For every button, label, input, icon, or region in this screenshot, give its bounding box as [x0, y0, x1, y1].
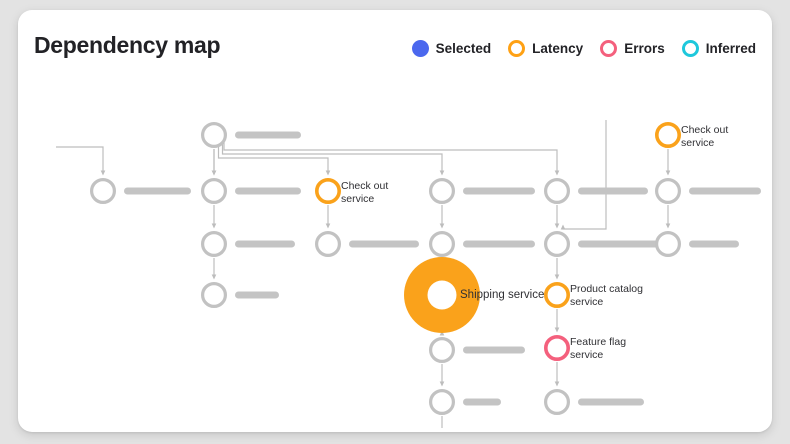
legend-item-latency[interactable]: Latency — [508, 39, 584, 57]
edge-layer — [56, 120, 671, 428]
node-label-check-out-service-mid: Check out service — [341, 180, 389, 205]
filled-circle-icon — [411, 39, 429, 57]
node-ring — [314, 178, 341, 205]
graph-node-node-r2-c1[interactable] — [201, 178, 301, 205]
graph-node-node-r2-c3[interactable] — [429, 178, 535, 205]
node-ring — [654, 231, 681, 258]
graph-node-node-r5-c4[interactable] — [543, 334, 570, 361]
graph-node-node-r1-c5[interactable] — [654, 122, 681, 149]
edge-node-r1-c1-to-node-r2-c4 — [223, 141, 560, 176]
node-ring — [201, 231, 228, 258]
graph-node-node-r5-c3[interactable] — [429, 337, 525, 364]
node-placeholder-bar — [235, 131, 301, 139]
node-label-feature-flag-service: Feature flag service — [570, 336, 627, 361]
graph-node-node-r4-c4[interactable] — [543, 281, 570, 308]
graph-node-node-r4-c3[interactable] — [404, 257, 480, 333]
node-ring — [89, 178, 116, 205]
node-placeholder-bar — [235, 291, 279, 299]
node-ring — [429, 389, 456, 416]
node-placeholder-bar — [124, 187, 191, 195]
node-ring — [315, 231, 342, 258]
node-ring — [543, 178, 570, 205]
node-label-product-catalog-service: Product catalog service — [570, 283, 643, 308]
legend-item-errors[interactable]: Errors — [600, 39, 665, 57]
graph-node-node-r2-c0[interactable] — [89, 178, 191, 205]
node-ring — [654, 122, 681, 149]
graph-node-node-r3-c4[interactable] — [543, 231, 664, 258]
edge-right-rail-to-node-r3-c4 — [560, 120, 607, 230]
graph-node-node-r3-c5[interactable] — [654, 231, 739, 258]
node-ring — [543, 281, 570, 308]
page-title: Dependency map — [34, 32, 221, 58]
node-placeholder-bar — [578, 240, 664, 248]
edge-entry-to-node-r2-c0 — [56, 146, 106, 176]
node-label-shipping-service: Shipping service — [460, 289, 545, 301]
edge-node-r1-c1-to-node-r2-c2 — [217, 147, 331, 176]
graph-node-node-r2-c5[interactable] — [654, 178, 761, 205]
node-hole — [427, 280, 457, 310]
node-placeholder-bar — [349, 240, 419, 248]
node-ring — [543, 231, 570, 258]
node-placeholder-bar — [463, 346, 525, 354]
node-placeholder-bar — [235, 187, 301, 195]
node-ring — [201, 178, 228, 205]
node-ring — [201, 121, 228, 148]
node-ring — [543, 334, 570, 361]
legend-label: Errors — [624, 40, 665, 56]
ring-circle-icon — [600, 39, 618, 57]
node-ring — [654, 178, 681, 205]
graph-node-node-r6-c3[interactable] — [429, 389, 501, 416]
node-placeholder-bar — [463, 398, 501, 406]
node-placeholder-bar — [463, 240, 535, 248]
graph-node-node-r3-c1[interactable] — [201, 231, 295, 258]
dependency-map-card: Dependency map Selected Latency Errors Infe… — [18, 10, 772, 432]
legend-label: Latency — [532, 40, 584, 56]
graph-node-node-r2-c2[interactable] — [314, 178, 341, 205]
node-placeholder-bar — [463, 187, 535, 195]
node-ring — [201, 282, 228, 309]
graph-node-node-r3-c3[interactable] — [429, 231, 535, 258]
legend: Selected Latency Errors Inferred — [411, 37, 756, 59]
legend-label: Inferred — [705, 40, 756, 56]
node-placeholder-bar — [578, 187, 648, 195]
node-ring — [429, 337, 456, 364]
node-layer — [89, 121, 761, 416]
graph-node-node-r3-c2[interactable] — [315, 231, 419, 258]
node-placeholder-bar — [689, 187, 761, 195]
edge-node-r1-c1-to-node-r2-c3 — [221, 144, 445, 176]
node-ring — [429, 231, 456, 258]
graph-node-node-r4-c1[interactable] — [201, 282, 279, 309]
legend-label: Selected — [435, 40, 492, 56]
node-placeholder-bar — [578, 398, 644, 406]
graph-node-node-r6-c4[interactable] — [543, 389, 644, 416]
node-placeholder-bar — [235, 240, 295, 248]
graph-node-node-r2-c4[interactable] — [543, 178, 648, 205]
node-ring — [543, 389, 570, 416]
ring-circle-icon — [508, 39, 526, 57]
node-placeholder-bar — [689, 240, 739, 248]
dependency-graph[interactable] — [18, 10, 772, 432]
node-ring — [429, 178, 456, 205]
graph-node-node-r1-c1[interactable] — [201, 121, 301, 148]
ring-circle-icon — [681, 39, 699, 57]
legend-item-inferred[interactable]: Inferred — [681, 39, 756, 57]
legend-item-selected[interactable]: Selected — [411, 39, 492, 57]
node-label-check-out-service-top: Check out service — [681, 124, 729, 149]
